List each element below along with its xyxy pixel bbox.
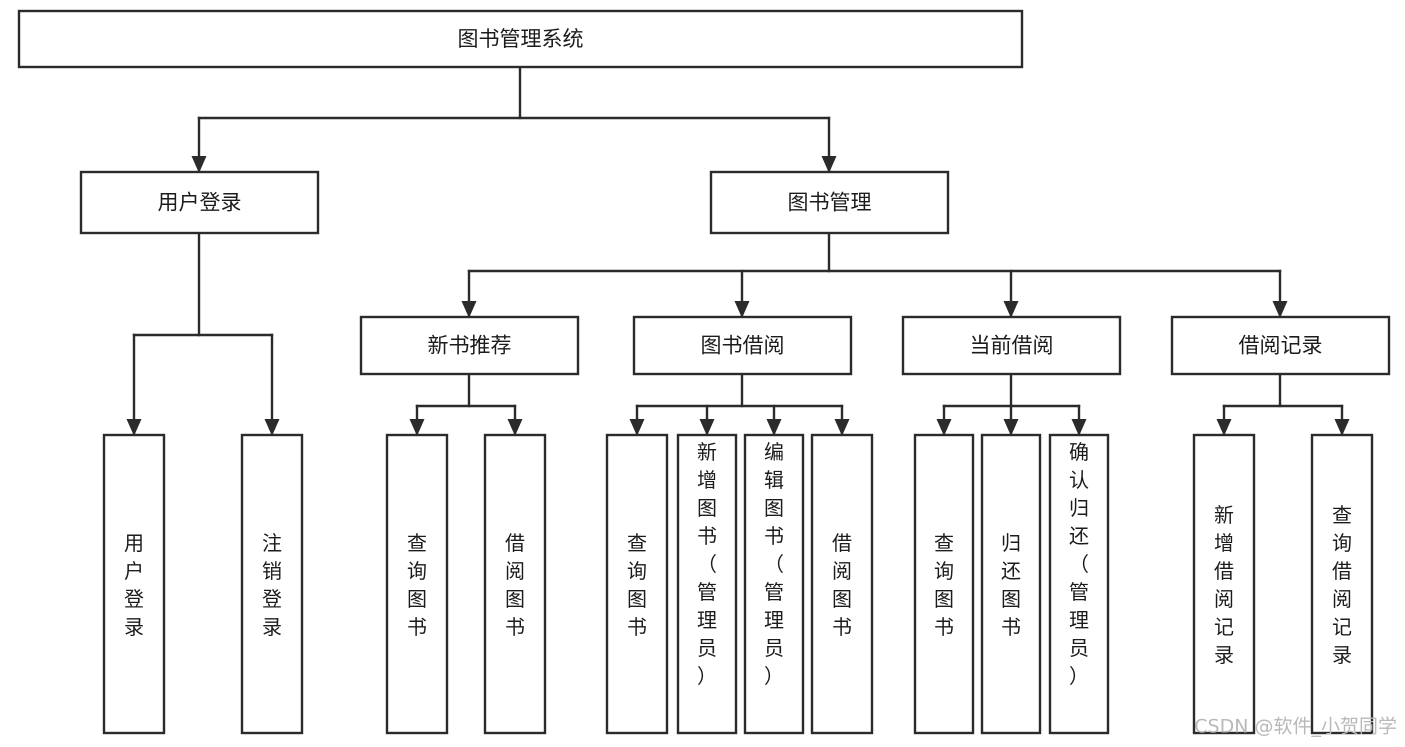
node-root[interactable]: 图书管理系统 bbox=[17, 9, 1024, 69]
node-box-leaf-borrow-add-book[interactable] bbox=[676, 433, 738, 735]
node-leaf-rec-borrow-book[interactable]: 借阅图书 bbox=[483, 433, 547, 735]
arrow-head-icon bbox=[1071, 419, 1087, 436]
node-box-leaf-rec-query-record[interactable] bbox=[1310, 433, 1374, 735]
arrow-head-icon bbox=[507, 419, 523, 436]
node-label-leaf-rec-add-record: 新增借阅记录 bbox=[1214, 503, 1234, 667]
arrow-head-icon bbox=[1272, 301, 1288, 318]
arrow-head-icon bbox=[936, 419, 952, 436]
node-label-current-borrow: 当前借阅 bbox=[970, 334, 1054, 358]
node-label-leaf-rec-query-book: 查询图书 bbox=[407, 531, 427, 639]
node-label-leaf-rec-query-record: 查询借阅记录 bbox=[1332, 503, 1352, 667]
arrow-head-icon bbox=[734, 301, 750, 318]
node-leaf-borrow-query-book[interactable]: 查询图书 bbox=[605, 433, 669, 735]
node-label-leaf-borrow-edit-book: 编辑图书（管理员） bbox=[764, 440, 784, 688]
node-leaf-borrow-lend-book[interactable]: 借阅图书 bbox=[810, 433, 874, 735]
connector-group-bookborrow-to-leaves bbox=[629, 372, 850, 436]
arrow-head-icon bbox=[1003, 419, 1019, 436]
node-label-root: 图书管理系统 bbox=[458, 27, 584, 51]
node-leaf-borrow-add-book[interactable]: 新增图书（管理员） bbox=[676, 433, 738, 735]
node-box-leaf-cur-query-book[interactable] bbox=[913, 433, 975, 735]
connector-group-bookmanage-to-level2 bbox=[461, 231, 1288, 318]
node-label-book-borrow: 图书借阅 bbox=[701, 334, 785, 358]
arrow-head-icon bbox=[1003, 301, 1019, 318]
node-box-leaf-user-logout[interactable] bbox=[240, 433, 304, 735]
node-box-leaf-rec-borrow-book[interactable] bbox=[483, 433, 547, 735]
node-box-leaf-user-login[interactable] bbox=[102, 433, 166, 735]
node-current-borrow[interactable]: 当前借阅 bbox=[901, 315, 1122, 376]
node-leaf-cur-return-book[interactable]: 归还图书 bbox=[980, 433, 1042, 735]
node-box-leaf-cur-confirm-return[interactable] bbox=[1048, 433, 1110, 735]
node-label-leaf-user-login: 用户登录 bbox=[124, 531, 144, 639]
connector-group-root-to-level1 bbox=[191, 65, 837, 173]
arrow-head-icon bbox=[766, 419, 782, 436]
node-box-user-login[interactable] bbox=[79, 170, 320, 235]
node-book-manage[interactable]: 图书管理 bbox=[709, 170, 950, 235]
node-label-leaf-cur-confirm-return: 确认归还（管理员） bbox=[1069, 440, 1089, 688]
arrow-head-icon bbox=[1334, 419, 1350, 436]
arrow-head-icon bbox=[1216, 419, 1232, 436]
node-label-user-login: 用户登录 bbox=[158, 191, 242, 215]
arrow-head-icon bbox=[461, 301, 477, 318]
node-label-borrow-record: 借阅记录 bbox=[1239, 334, 1323, 358]
node-label-new-book-rec: 新书推荐 bbox=[428, 334, 512, 358]
node-label-book-manage: 图书管理 bbox=[788, 191, 872, 215]
node-leaf-cur-query-book[interactable]: 查询图书 bbox=[913, 433, 975, 735]
node-label-leaf-rec-borrow-book: 借阅图书 bbox=[505, 531, 525, 639]
node-box-leaf-rec-query-book[interactable] bbox=[385, 433, 449, 735]
node-book-borrow[interactable]: 图书借阅 bbox=[632, 315, 853, 376]
arrow-head-icon bbox=[126, 419, 142, 436]
node-leaf-rec-query-book[interactable]: 查询图书 bbox=[385, 433, 449, 735]
node-box-book-borrow[interactable] bbox=[632, 315, 853, 376]
node-box-root[interactable] bbox=[17, 9, 1024, 69]
node-leaf-rec-query-record[interactable]: 查询借阅记录 bbox=[1310, 433, 1374, 735]
node-box-current-borrow[interactable] bbox=[901, 315, 1122, 376]
connector-group-currentborrow-to-leaves bbox=[936, 372, 1087, 436]
node-leaf-user-logout[interactable]: 注销登录 bbox=[240, 433, 304, 735]
arrow-head-icon bbox=[264, 419, 280, 436]
node-label-leaf-user-logout: 注销登录 bbox=[262, 531, 282, 639]
node-box-leaf-rec-add-record[interactable] bbox=[1192, 433, 1256, 735]
csdn-watermark: CSDN @软件_小贺同学 bbox=[1194, 716, 1397, 738]
node-layer: 图书管理系统用户登录图书管理新书推荐图书借阅当前借阅借阅记录用户登录注销登录查询… bbox=[17, 9, 1391, 735]
node-leaf-rec-add-record[interactable]: 新增借阅记录 bbox=[1192, 433, 1256, 735]
node-box-leaf-borrow-query-book[interactable] bbox=[605, 433, 669, 735]
node-label-leaf-borrow-query-book: 查询图书 bbox=[627, 531, 647, 639]
node-leaf-user-login[interactable]: 用户登录 bbox=[102, 433, 166, 735]
node-box-new-book-rec[interactable] bbox=[359, 315, 580, 376]
connector-group-userlogin-to-leaves bbox=[126, 231, 280, 436]
arrow-head-icon bbox=[629, 419, 645, 436]
arrow-head-icon bbox=[409, 419, 425, 436]
node-box-leaf-cur-return-book[interactable] bbox=[980, 433, 1042, 735]
node-label-leaf-borrow-lend-book: 借阅图书 bbox=[832, 531, 852, 639]
node-label-leaf-borrow-add-book: 新增图书（管理员） bbox=[697, 440, 717, 688]
node-borrow-record[interactable]: 借阅记录 bbox=[1170, 315, 1391, 376]
node-box-leaf-borrow-lend-book[interactable] bbox=[810, 433, 874, 735]
node-new-book-rec[interactable]: 新书推荐 bbox=[359, 315, 580, 376]
connector-group-borrowrecord-to-leaves bbox=[1216, 372, 1350, 436]
node-leaf-borrow-edit-book[interactable]: 编辑图书（管理员） bbox=[743, 433, 805, 735]
arrow-head-icon bbox=[834, 419, 850, 436]
node-user-login[interactable]: 用户登录 bbox=[79, 170, 320, 235]
connector-layer bbox=[126, 65, 1350, 436]
node-leaf-cur-confirm-return[interactable]: 确认归还（管理员） bbox=[1048, 433, 1110, 735]
node-box-borrow-record[interactable] bbox=[1170, 315, 1391, 376]
arrow-head-icon bbox=[191, 156, 207, 173]
node-box-leaf-borrow-edit-book[interactable] bbox=[743, 433, 805, 735]
arrow-head-icon bbox=[821, 156, 837, 173]
node-box-book-manage[interactable] bbox=[709, 170, 950, 235]
arrow-head-icon bbox=[699, 419, 715, 436]
node-label-leaf-cur-return-book: 归还图书 bbox=[1001, 531, 1021, 639]
connector-group-newbookrec-to-leaves bbox=[409, 372, 523, 436]
node-label-leaf-cur-query-book: 查询图书 bbox=[934, 531, 954, 639]
